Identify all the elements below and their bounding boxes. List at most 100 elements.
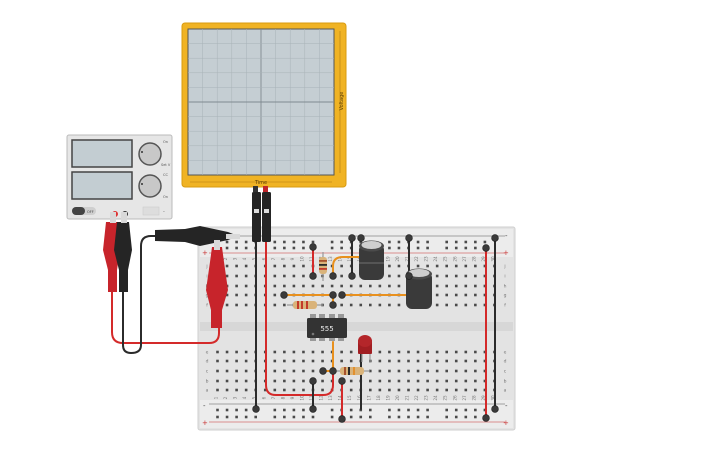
breadboard-hole[interactable] <box>302 359 305 363</box>
breadboard-hole[interactable] <box>216 369 219 373</box>
breadboard-hole[interactable] <box>340 350 343 354</box>
breadboard-hole[interactable] <box>454 264 458 268</box>
rail-hole[interactable] <box>292 415 296 419</box>
rail-hole[interactable] <box>302 415 305 419</box>
breadboard-hole[interactable] <box>225 264 229 268</box>
breadboard-hole[interactable] <box>292 264 296 268</box>
breadboard-hole[interactable] <box>273 359 277 363</box>
rail-hole[interactable] <box>330 246 334 250</box>
breadboard-hole[interactable] <box>474 303 477 307</box>
rail-hole[interactable] <box>273 246 277 250</box>
breadboard-hole[interactable] <box>426 379 429 383</box>
rail-hole[interactable] <box>225 408 229 412</box>
breadboard-hole[interactable] <box>244 388 248 392</box>
breadboard-hole[interactable] <box>474 284 477 288</box>
rail-hole[interactable] <box>464 246 468 250</box>
breadboard-hole[interactable] <box>435 379 439 383</box>
rail-hole[interactable] <box>235 408 238 412</box>
rail-hole[interactable] <box>407 415 410 419</box>
rail-hole[interactable] <box>292 240 296 244</box>
rail-hole[interactable] <box>302 246 305 250</box>
breadboard-hole[interactable] <box>445 359 448 363</box>
breadboard-hole[interactable] <box>445 369 448 373</box>
breadboard-hole[interactable] <box>283 264 286 268</box>
oscilloscope-probe-plugs[interactable] <box>252 192 271 242</box>
resistor-vertical[interactable] <box>319 252 327 281</box>
breadboard-hole[interactable] <box>416 350 420 354</box>
breadboard-hole[interactable] <box>283 350 286 354</box>
rail-hole[interactable] <box>216 408 219 412</box>
breadboard-hole[interactable] <box>369 379 372 383</box>
breadboard-hole[interactable] <box>397 274 401 278</box>
breadboard-hole[interactable] <box>474 388 477 392</box>
breadboard-hole[interactable] <box>225 359 229 363</box>
rail-hole[interactable] <box>340 240 343 244</box>
rail-hole[interactable] <box>283 240 286 244</box>
breadboard-hole[interactable] <box>359 303 363 307</box>
breadboard-hole[interactable] <box>378 284 382 288</box>
breadboard-hole[interactable] <box>311 369 315 373</box>
breadboard-hole[interactable] <box>273 369 277 373</box>
breadboard-hole[interactable] <box>407 359 410 363</box>
breadboard-hole[interactable] <box>388 388 391 392</box>
breadboard-hole[interactable] <box>388 284 391 288</box>
breadboard-hole[interactable] <box>474 369 477 373</box>
breadboard-hole[interactable] <box>216 359 219 363</box>
resistor-horizontal-top[interactable] <box>287 301 323 309</box>
breadboard-hole[interactable] <box>311 359 315 363</box>
rail-hole[interactable] <box>426 246 429 250</box>
rail-hole[interactable] <box>397 240 401 244</box>
rail-hole[interactable] <box>483 240 487 244</box>
breadboard-hole[interactable] <box>445 274 448 278</box>
breadboard-hole[interactable] <box>454 293 458 297</box>
wire-endpoint[interactable] <box>309 272 317 280</box>
breadboard-hole[interactable] <box>378 388 382 392</box>
breadboard-hole[interactable] <box>273 303 277 307</box>
rail-hole[interactable] <box>302 408 305 412</box>
breadboard-hole[interactable] <box>426 359 429 363</box>
voltage-knob[interactable] <box>138 142 162 166</box>
breadboard-hole[interactable] <box>244 369 248 373</box>
breadboard-hole[interactable] <box>292 379 296 383</box>
breadboard-hole[interactable] <box>273 274 277 278</box>
rail-hole[interactable] <box>388 408 391 412</box>
rail-hole[interactable] <box>445 415 448 419</box>
wire-endpoint[interactable] <box>309 243 317 251</box>
breadboard-hole[interactable] <box>216 388 219 392</box>
wire-endpoint[interactable] <box>329 272 337 280</box>
rail-hole[interactable] <box>454 246 458 250</box>
rail-hole[interactable] <box>369 415 372 419</box>
breadboard-hole[interactable] <box>302 388 305 392</box>
breadboard-hole[interactable] <box>302 369 305 373</box>
breadboard-hole[interactable] <box>454 303 458 307</box>
rail-hole[interactable] <box>235 415 238 419</box>
breadboard-hole[interactable] <box>235 379 238 383</box>
wire-endpoint[interactable] <box>338 415 346 423</box>
breadboard-hole[interactable] <box>464 284 468 288</box>
breadboard-hole[interactable] <box>225 274 229 278</box>
rail-hole[interactable] <box>311 415 315 419</box>
breadboard-hole[interactable] <box>474 379 477 383</box>
breadboard-hole[interactable] <box>454 274 458 278</box>
rail-hole[interactable] <box>426 240 429 244</box>
breadboard-hole[interactable] <box>426 350 429 354</box>
wire-endpoint[interactable] <box>329 291 337 299</box>
breadboard-hole[interactable] <box>464 388 468 392</box>
breadboard-hole[interactable] <box>244 274 248 278</box>
breadboard-hole[interactable] <box>340 359 343 363</box>
rail-hole[interactable] <box>359 415 363 419</box>
wire-endpoint[interactable] <box>309 377 317 385</box>
rail-hole[interactable] <box>407 408 410 412</box>
breadboard-hole[interactable] <box>483 379 487 383</box>
breadboard-hole[interactable] <box>474 274 477 278</box>
breadboard-hole[interactable] <box>483 264 487 268</box>
breadboard-hole[interactable] <box>407 350 410 354</box>
breadboard-hole[interactable] <box>235 303 238 307</box>
breadboard-hole[interactable] <box>464 303 468 307</box>
breadboard-hole[interactable] <box>464 293 468 297</box>
breadboard-hole[interactable] <box>464 369 468 373</box>
rail-hole[interactable] <box>359 240 363 244</box>
rail-hole[interactable] <box>416 246 420 250</box>
breadboard-hole[interactable] <box>225 388 229 392</box>
